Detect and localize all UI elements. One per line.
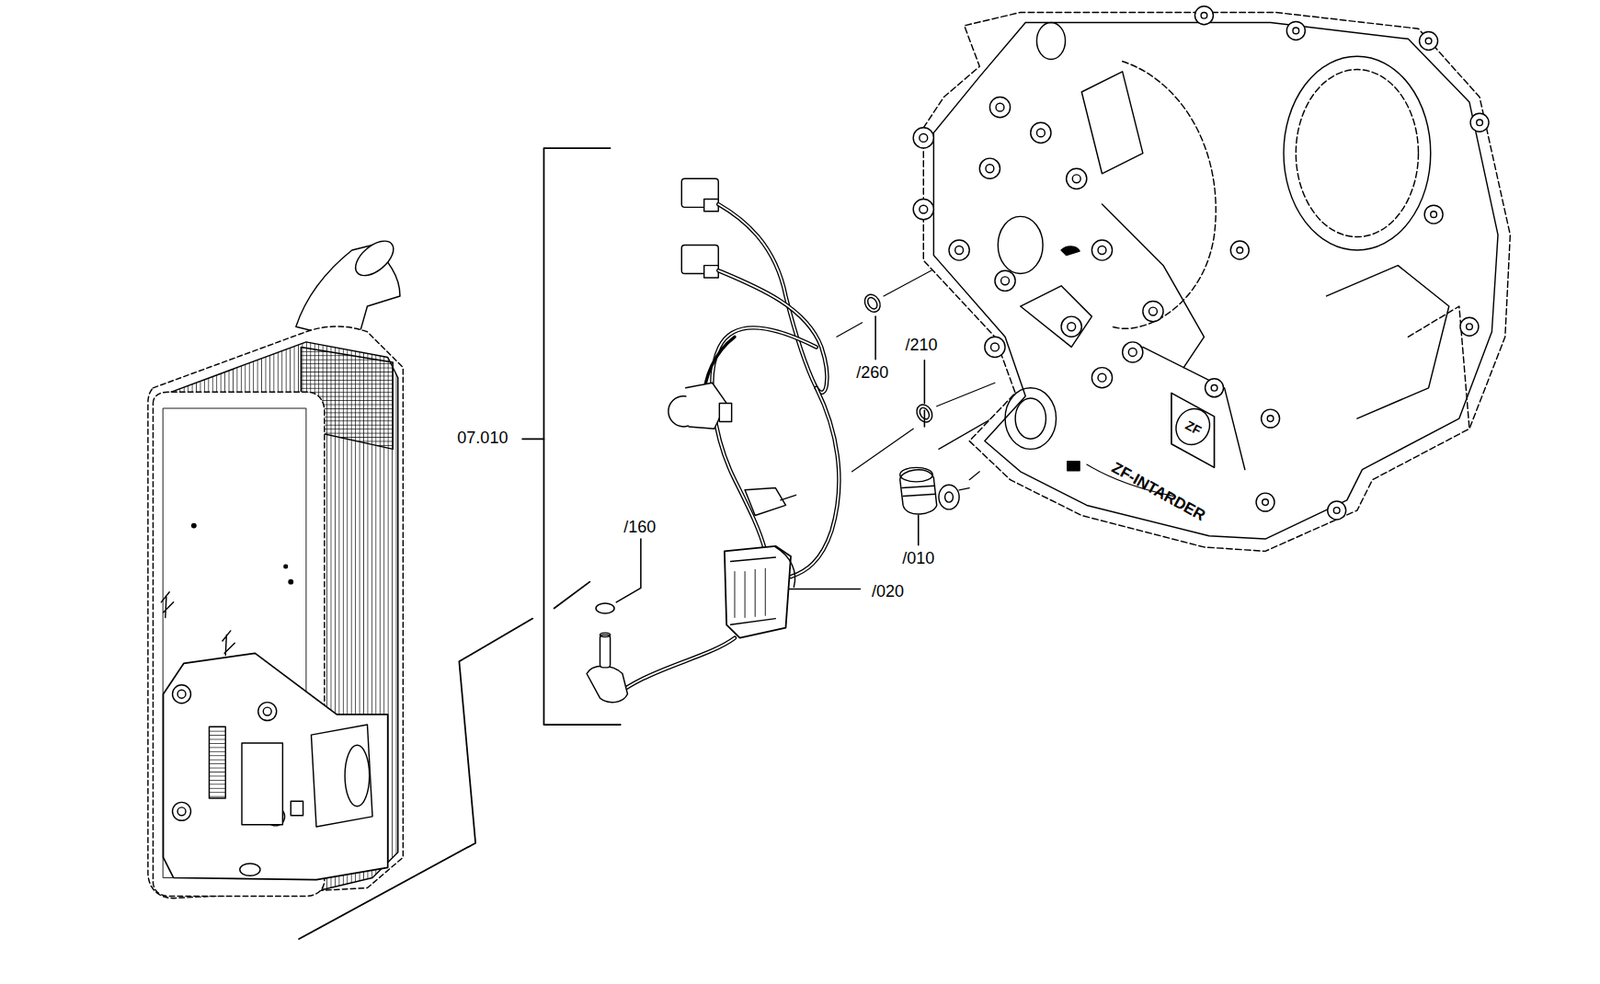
callout-number: /160 (621, 518, 658, 538)
housing-lettering: ZF-INTARDER (1107, 457, 1210, 526)
retarder-housing (913, 6, 1510, 552)
leader-lines (616, 316, 925, 603)
callout-number: /020 (869, 582, 906, 602)
oil-cooler (148, 234, 403, 899)
wiring-harness (586, 178, 839, 702)
callout-number: /260 (854, 364, 891, 383)
assembly-number: 07.010 (455, 429, 510, 448)
callout-number: /010 (900, 549, 937, 569)
group-bracket (298, 148, 621, 939)
callout-number: /210 (903, 336, 940, 355)
logo-text: ZF (1180, 417, 1205, 439)
